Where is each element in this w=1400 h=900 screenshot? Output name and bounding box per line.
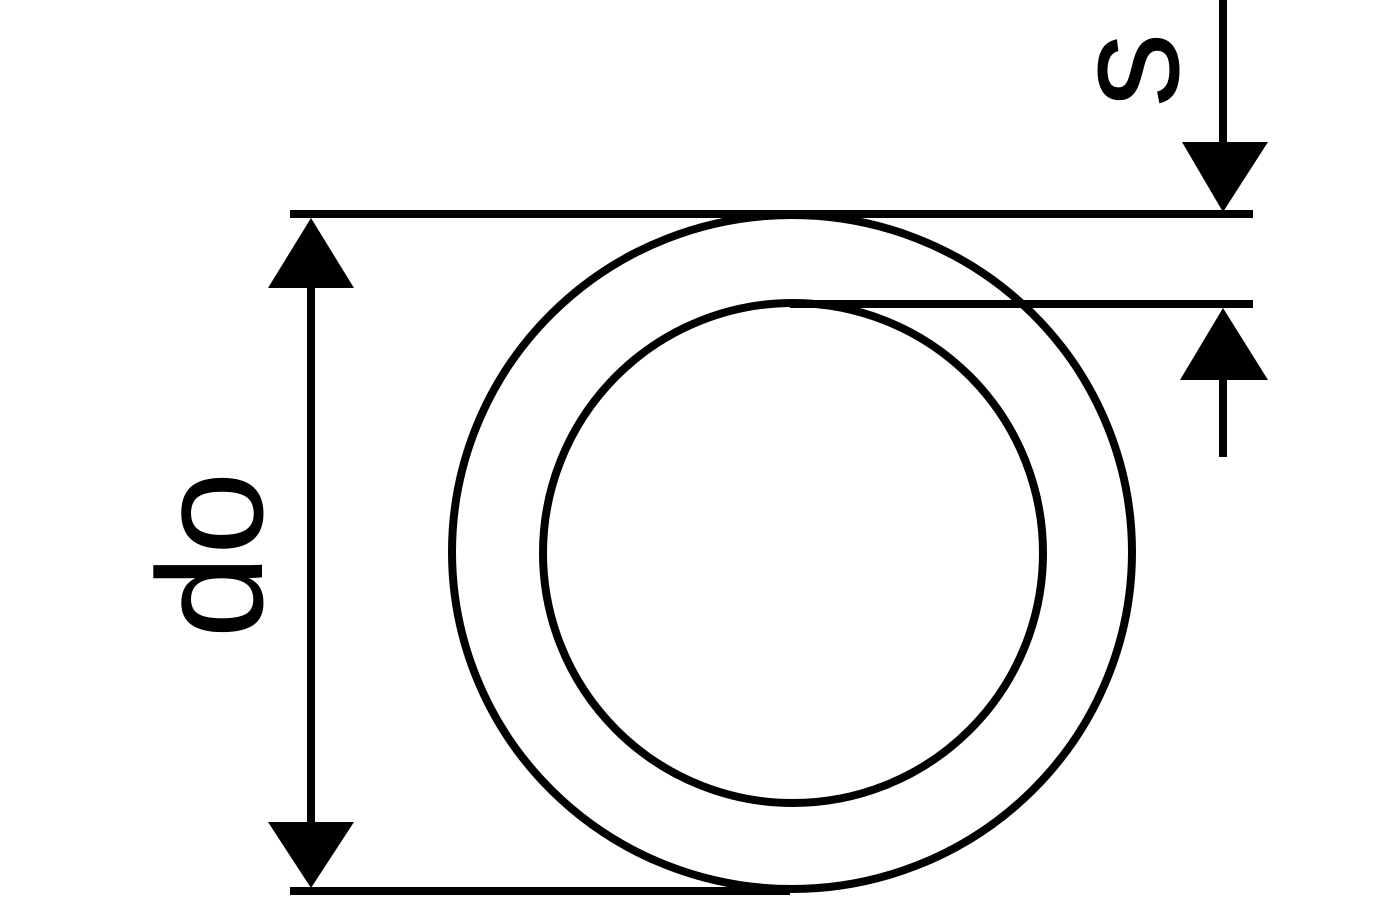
thickness-top-arrowhead bbox=[1182, 142, 1268, 212]
thickness-bottom-arrowhead bbox=[1180, 308, 1268, 380]
inner-circle bbox=[539, 299, 1047, 807]
wall-thickness-label: s bbox=[1042, 33, 1210, 108]
outer-circle bbox=[448, 211, 1136, 893]
diameter-bottom-arrowhead bbox=[268, 822, 354, 888]
diameter-top-arrowhead bbox=[268, 218, 354, 288]
outer-diameter-label: do bbox=[126, 472, 294, 639]
